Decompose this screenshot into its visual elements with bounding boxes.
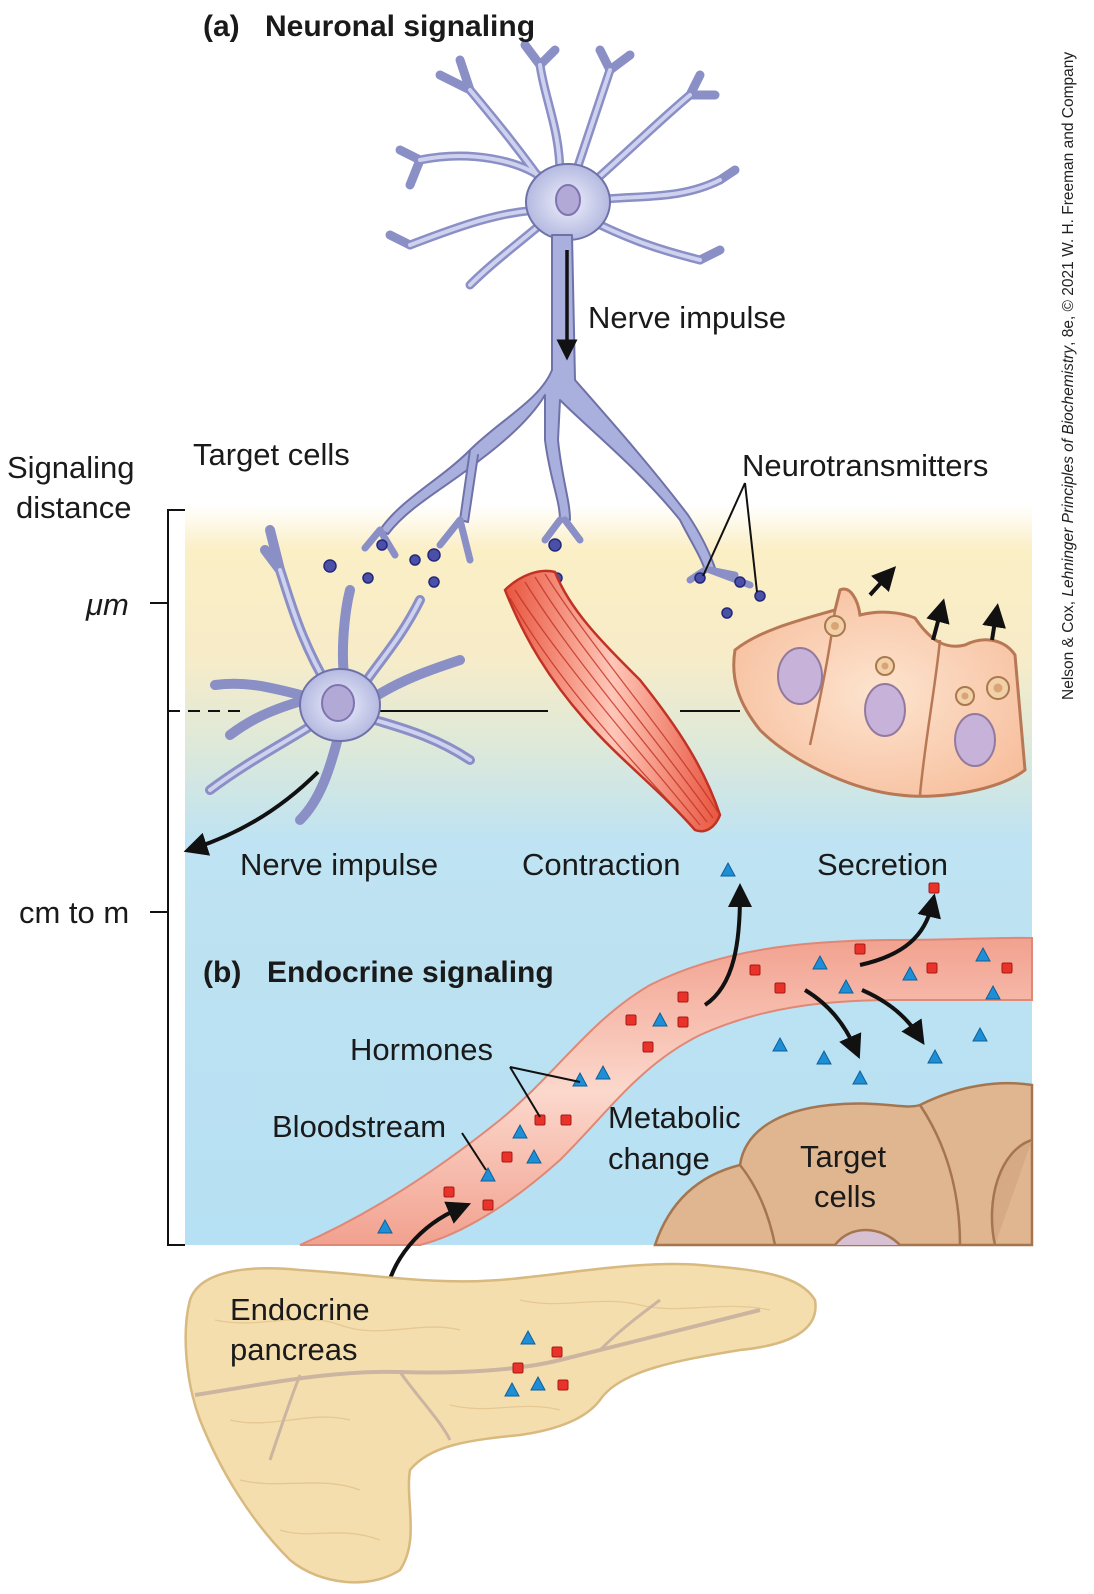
label-target-cells-endocrine-1: Target <box>800 1139 887 1174</box>
signaling-distance-line1: Signaling <box>7 450 135 485</box>
label-endocrine-pancreas-1: Endocrine <box>230 1292 370 1327</box>
signaling-distance-line2: distance <box>16 490 132 525</box>
label-target-cells-neuronal: Target cells <box>193 437 350 472</box>
label-neurotransmitters: Neurotransmitters <box>742 448 989 483</box>
label-bloodstream: Bloodstream <box>272 1109 447 1144</box>
credit-book-title: Lehninger Principles of Biochemistry <box>1060 345 1077 597</box>
label-hormones: Hormones <box>350 1032 493 1067</box>
muscle-cell <box>503 569 722 833</box>
bloodstream-vessel <box>299 936 1033 1246</box>
credit-prefix: Nelson & Cox, <box>1060 596 1077 700</box>
tick-label-um: μm <box>86 587 129 622</box>
label-nerve-impulse-top: Nerve impulse <box>588 300 787 335</box>
target-neuron <box>205 525 475 825</box>
label-metabolic-change-1: Metabolic <box>608 1100 741 1135</box>
endocrine-pancreas <box>184 1262 817 1584</box>
label-metabolic-change-2: change <box>608 1141 710 1176</box>
tick-label-cm: cm to m <box>19 895 130 930</box>
top-neuron <box>361 40 754 589</box>
neurotransmitter-pointer-lines <box>702 482 758 593</box>
secretion-arrows <box>868 566 1006 641</box>
label-secretion: Secretion <box>817 847 948 882</box>
title-a-letter: (a) <box>203 10 240 43</box>
copyright-credit: Nelson & Cox, Lehninger Principles of Bi… <box>1058 0 1080 700</box>
distance-scale-bar <box>150 509 185 1246</box>
endocrine-target-cells <box>653 1081 1034 1247</box>
label-endocrine-pancreas-2: pancreas <box>230 1332 358 1367</box>
title-endocrine-signaling: Endocrine signaling <box>267 956 554 989</box>
label-target-cells-endocrine-2: cells <box>814 1179 877 1214</box>
title-neuronal-signaling: Neuronal signaling <box>265 10 536 43</box>
neurotransmitter-vesicles <box>323 538 766 619</box>
label-nerve-impulse-bottom: Nerve impulse <box>240 847 439 882</box>
label-contraction: Contraction <box>522 847 681 882</box>
title-b-letter: (b) <box>203 956 242 989</box>
nerve-impulse-arrow-bottom <box>183 770 320 856</box>
hormones-pointer-lines <box>461 1066 581 1171</box>
credit-suffix: , 8e, © 2021 W. H. Freeman and Company <box>1060 51 1077 346</box>
secretory-cells <box>732 587 1027 798</box>
